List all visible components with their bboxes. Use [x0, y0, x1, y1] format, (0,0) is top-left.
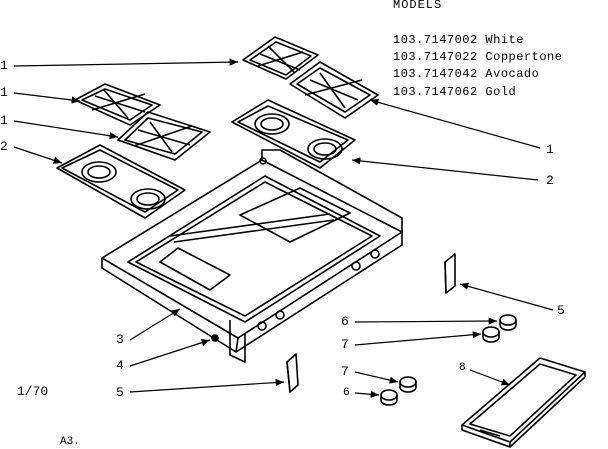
grate-pair-top-right: [242, 36, 379, 119]
bracket-right: [444, 253, 456, 294]
leader-bracket-left: [129, 378, 285, 393]
leader-knob-7a: [354, 331, 482, 346]
model-line-gold: 103.7147062 Gold: [393, 85, 517, 99]
callout-knob-7a: 7: [341, 337, 349, 352]
leader-screw: [129, 339, 211, 367]
cooktop-frame: [101, 149, 403, 363]
leader-grate-left-a: [13, 92, 81, 104]
drip-pan-left: [56, 144, 186, 219]
leader-knob-7b: [354, 371, 399, 384]
bracket-left: [286, 353, 299, 393]
callout-frame: 3: [116, 332, 124, 347]
grate-pair-left: [74, 83, 211, 161]
leader-bracket-right: [459, 282, 554, 311]
callout-drip-pan-right: 2: [546, 173, 554, 188]
callout-panel: 8: [459, 362, 466, 374]
knob-7-upper: [482, 326, 500, 343]
scale-label: 1/70: [17, 384, 49, 399]
models-heading: MODELS: [393, 0, 443, 12]
callout-bracket-right: 5: [557, 303, 565, 318]
control-panel-8: [461, 357, 586, 448]
callout-knob-6b: 6: [343, 387, 350, 399]
page-ref: A3.: [60, 436, 80, 448]
model-line-avocado: 103.7147042 Avocado: [393, 67, 540, 81]
leader-panel: [469, 369, 511, 386]
callout-bracket-left: 5: [116, 385, 124, 400]
callout-screw: 4: [116, 358, 124, 373]
callout-grate-left-a: 1: [0, 85, 8, 100]
callout-grate-left-b: 1: [0, 113, 8, 128]
leader-knob-6a: [354, 317, 498, 325]
leader-grate-top: [13, 58, 239, 67]
model-line-coppertone: 103.7147022 Coppertone: [393, 50, 563, 64]
leader-grate-left-b: [13, 120, 119, 140]
callout-knob-7b: 7: [341, 364, 349, 379]
leader-knob-6b: [354, 390, 380, 398]
leader-drip-pan-left: [13, 146, 63, 164]
leader-drip-pan-right: [351, 157, 539, 181]
leader-grate-right: [369, 98, 541, 149]
model-line-white: 103.7147002 White: [393, 33, 524, 47]
callout-grate-top: 1: [0, 58, 8, 73]
knob-6-upper: [499, 314, 517, 331]
screw-4: [211, 334, 219, 342]
callout-grate-right: 1: [546, 142, 554, 157]
knob-7-lower: [399, 376, 417, 393]
callout-knob-6a: 6: [341, 314, 349, 329]
callout-drip-pan-left: 2: [0, 139, 8, 154]
leader-frame: [129, 308, 181, 341]
drip-pan-right: [231, 99, 356, 169]
knob-6-lower: [380, 389, 398, 406]
